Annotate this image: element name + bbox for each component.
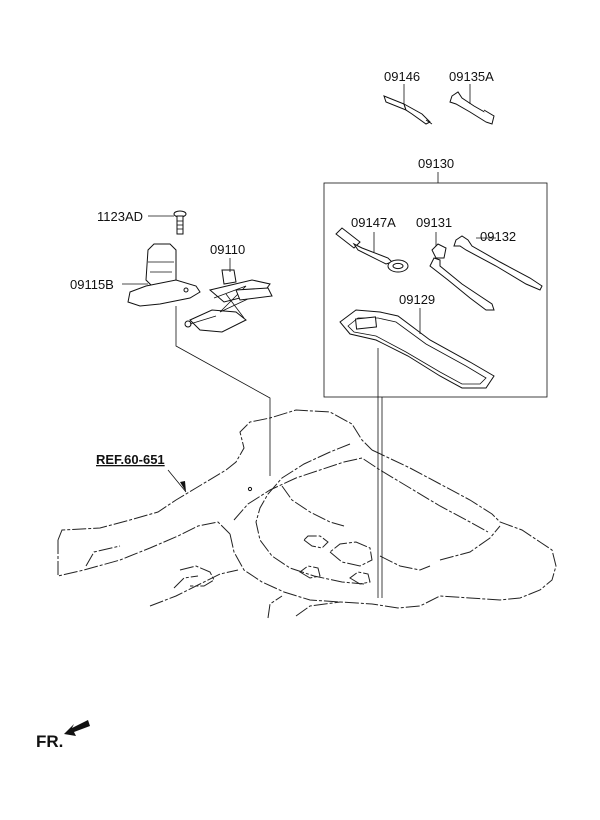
screwdriver-09146 (383, 95, 433, 125)
label-09131: 09131 (416, 215, 452, 230)
label-09115B: 09115B (70, 277, 114, 292)
front-arrow-icon (64, 720, 90, 736)
wheel-wrench-09131 (429, 243, 495, 311)
label-09147A: 09147A (351, 215, 396, 230)
tool-tray-09129 (339, 309, 495, 389)
bolt-1123AD (173, 210, 187, 235)
label-09132: 09132 (480, 229, 516, 244)
label-09135A: 09135A (449, 69, 494, 84)
front-label: FR. (36, 732, 63, 751)
reference-arrow-line (167, 469, 187, 493)
jack-handle-09132 (453, 235, 543, 291)
floor-panel (57, 409, 557, 619)
reference-label: REF.60-651 (96, 452, 165, 467)
wrench-09135A (449, 91, 495, 125)
label-1123AD: 1123AD (97, 209, 143, 224)
label-09146: 09146 (384, 69, 420, 84)
label-09129: 09129 (399, 292, 435, 307)
leader-jack-floor (175, 306, 271, 476)
label-09130: 09130 (418, 156, 454, 171)
jack-bracket-09115B (127, 243, 201, 307)
reference-arrow-head (180, 481, 186, 492)
label-09110: 09110 (210, 242, 245, 257)
scissor-jack-09110 (184, 269, 273, 333)
towing-hook-09147A (335, 227, 409, 273)
toolkit-box (323, 182, 548, 398)
